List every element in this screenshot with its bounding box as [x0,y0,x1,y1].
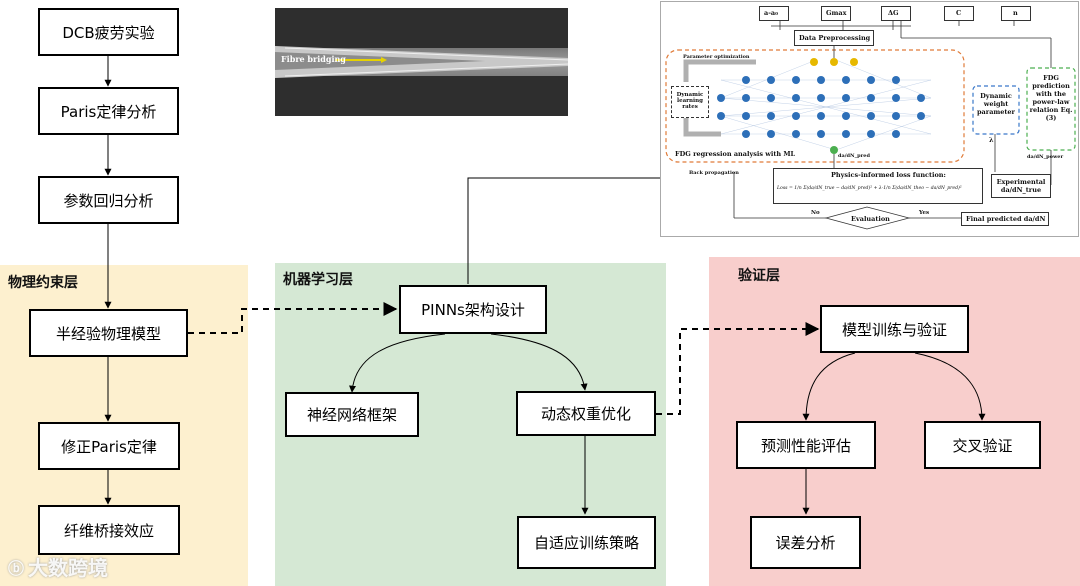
loss-function-title: Physics-informed loss function: [831,171,946,179]
fdg-prediction-label: FDG prediction with the power-law relati… [1029,74,1073,122]
arrow-pinns-dynw [490,333,588,391]
parameter-optimization-label: Parameter optimization [683,54,750,60]
node-dynamic-weight-optimization[interactable]: 动态权重优化 [516,391,656,436]
data-preprocessing-box [794,30,874,46]
final-predicted-label: Final predicted da/dN [966,215,1046,223]
input-box-crack-length [759,6,789,21]
dynamic-learning-rates-label: Dynamic learning rates [676,92,704,110]
input-gmax-label: Gmax [826,9,847,17]
link-pinns-figure [467,177,662,284]
node-semi-empirical-model[interactable]: 半经验物理模型 [29,309,188,357]
node-model-training-validation[interactable]: 模型训练与验证 [820,305,969,353]
input-crack-length-label: a-a₀ [764,9,778,17]
watermark-text: 大数跨境 [28,556,109,580]
physics-layer-title: 物理约束层 [8,275,78,291]
ml-layer-title: 机器学习层 [283,272,353,288]
verify-layer-title: 验证层 [738,268,780,284]
evaluation-yes-label: Yes [919,210,930,216]
dynamic-weight-label: Dynamic weight parameter [977,92,1015,116]
node-cross-validation[interactable]: 交叉验证 [924,421,1041,469]
node-prediction-evaluation[interactable]: 预测性能评估 [736,421,876,469]
dadn-power-label: da/dN_power [1027,154,1064,160]
data-preprocessing-label: Data Preprocessing [799,34,871,42]
back-propagation-label: Back propagation [689,170,739,176]
arrow-pinns-nn [349,333,446,393]
experimental-box [991,174,1051,198]
watermark-logo-icon: ⓑ [8,558,25,578]
node-error-analysis[interactable]: 误差分析 [750,516,861,569]
fibre-bridging-label: Fibre bridging [281,54,346,64]
fdg-regression-label: FDG regression analysis with ML [675,150,796,158]
node-fibre-bridging-effect[interactable]: 纤维桥接效应 [38,505,180,555]
evaluation-no-label: No [811,210,820,216]
arrow-dynw-train [656,322,820,415]
node-modified-paris-law[interactable]: 修正Paris定律 [38,422,180,470]
crack-wedge-graphic [275,8,568,116]
loss-function-box [773,168,983,204]
loss-function-formula: Loss = 1/n Σ(da/dN_true − da/dN_pred)² +… [777,186,962,191]
node-adaptive-training-strategy[interactable]: 自适应训练策略 [517,516,656,569]
input-delta-g-label: ΔG [888,9,899,17]
fibre-bridging-photo: Fibre bridging [275,8,568,116]
final-predicted-box [961,212,1049,226]
input-box-gmax [821,6,851,21]
arrow-semi-pinns [188,302,398,334]
pinn-framework-figure: a-a₀ Gmax ΔG C n Data Preprocessing Para… [660,1,1079,237]
node-dcb-fatigue-test[interactable]: DCB疲劳实验 [38,8,179,56]
experimental-label: Experimental da/dN_true [996,178,1046,194]
input-box-delta-g [881,6,911,21]
node-pinns-architecture[interactable]: PINNs架构设计 [399,285,547,334]
node-paris-law-analysis[interactable]: Paris定律分析 [38,87,179,135]
neural-network-graphic [717,58,932,154]
lambda-label: λ [989,136,994,144]
input-box-n [1001,6,1031,21]
evaluation-label: Evaluation [851,215,890,223]
input-c-label: C [956,9,962,17]
watermark: ⓑ 大数跨境 [8,552,108,581]
node-parameter-regression[interactable]: 参数回归分析 [38,176,179,224]
input-n-label: n [1013,9,1018,17]
arrow-train-pred [802,352,856,421]
dadn-pred-label: da/dN_pred [838,153,870,159]
arrow-train-cv [914,352,986,421]
input-box-c [944,6,974,21]
dynamic-learning-rates-box [671,86,709,118]
figure-graphics [665,21,1076,230]
node-neural-network-framework[interactable]: 神经网络框架 [285,392,419,437]
